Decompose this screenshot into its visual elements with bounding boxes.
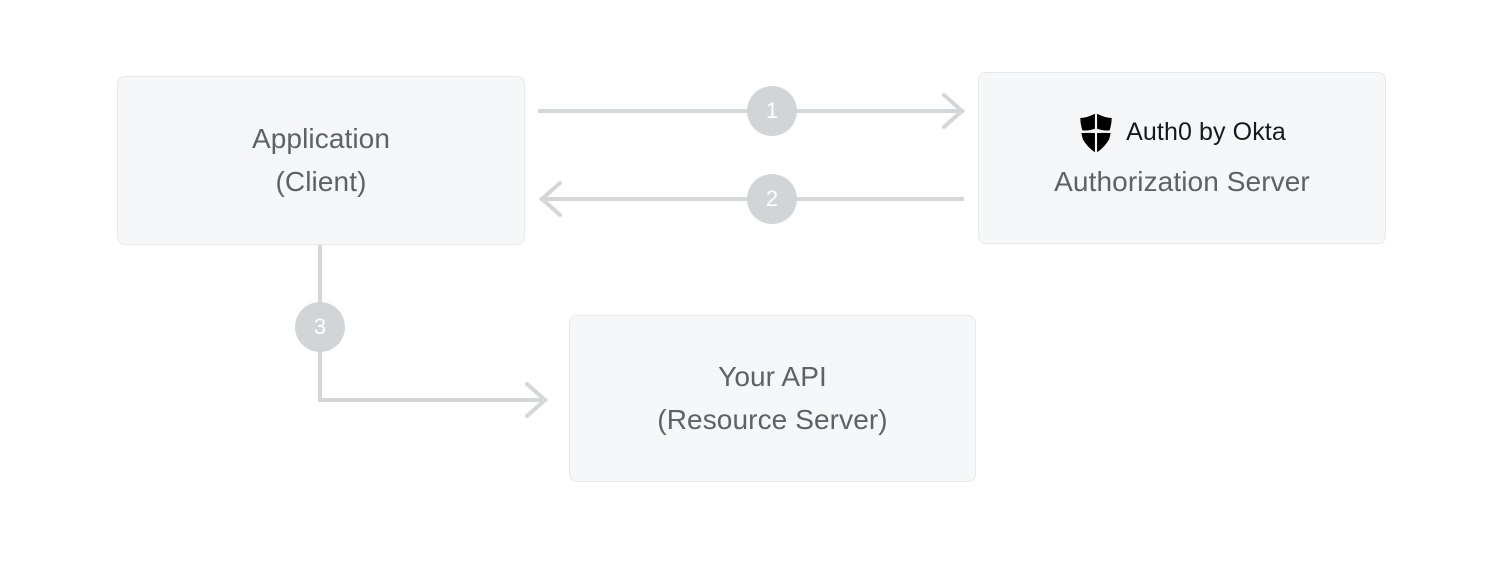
arrowhead-step-2 bbox=[538, 181, 562, 217]
step-badge-1[interactable]: 1 bbox=[747, 86, 797, 136]
step-badge-2[interactable]: 2 bbox=[747, 174, 797, 224]
node-authorization-server-title: Authorization Server bbox=[1054, 165, 1310, 197]
auth0-brand-lockup: Auth0 by Okta bbox=[1078, 113, 1286, 153]
node-api[interactable]: Your API (Resource Server) bbox=[569, 315, 976, 482]
arrowhead-step-1 bbox=[942, 93, 966, 129]
node-authorization-server[interactable]: Auth0 by Okta Authorization Server bbox=[978, 72, 1386, 244]
arrowhead-step-3 bbox=[525, 382, 549, 418]
connector-step-3 bbox=[318, 243, 547, 402]
auth0-brand-name: Auth0 by Okta bbox=[1126, 118, 1286, 147]
node-api-subtitle: (Resource Server) bbox=[657, 403, 888, 435]
node-api-title: Your API bbox=[718, 360, 827, 392]
node-application[interactable]: Application (Client) bbox=[117, 76, 525, 245]
auth0-shield-icon bbox=[1080, 113, 1112, 153]
node-application-title: Application bbox=[251, 122, 391, 154]
step-badge-3[interactable]: 3 bbox=[295, 302, 345, 352]
node-application-subtitle: (Client) bbox=[275, 165, 367, 197]
